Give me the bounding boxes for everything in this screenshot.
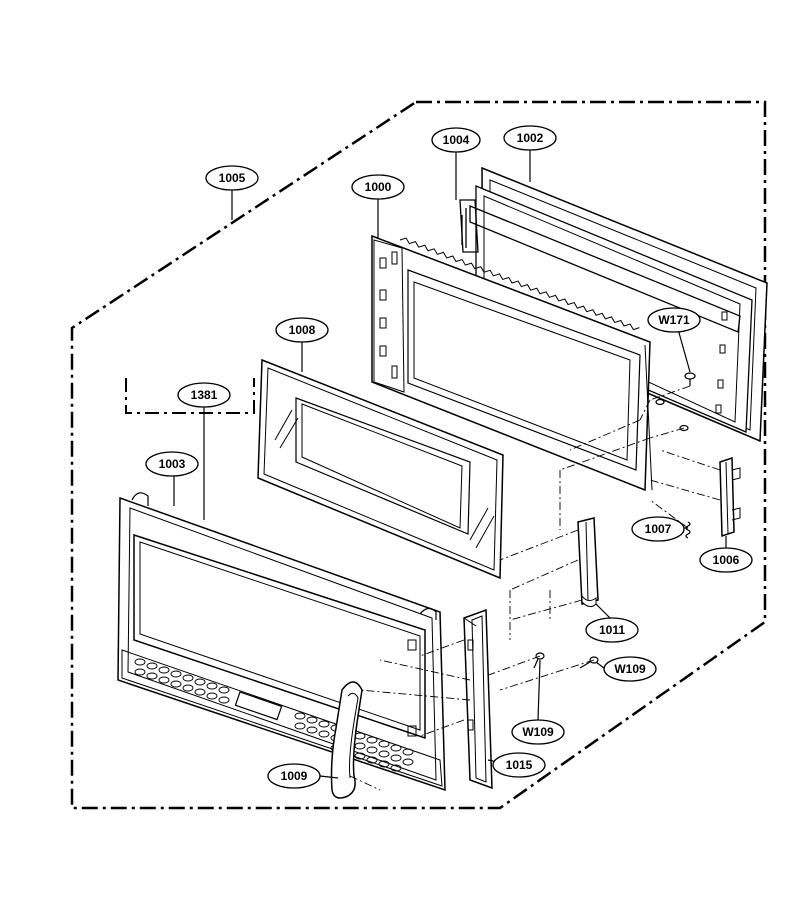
part-number: 1008 [289, 323, 316, 337]
part-label-w171: W171 [647, 307, 701, 333]
screw-w171 [684, 372, 696, 386]
spring-1007 [685, 521, 691, 539]
screw-pins [655, 398, 689, 432]
part-number: 1004 [443, 133, 470, 147]
part-number: 1003 [159, 457, 186, 471]
part-number: 1005 [219, 171, 246, 185]
screw-w109-left [533, 652, 545, 669]
assembly-boundary [70, 100, 767, 810]
part-label-1005: 1005 [205, 165, 259, 191]
part-label-1000: 1000 [351, 174, 405, 200]
part-label-1008: 1008 [275, 317, 329, 343]
part-number: W109 [614, 662, 646, 676]
part-label-1003: 1003 [145, 451, 199, 477]
part-label-w109-left: W109 [511, 719, 565, 745]
choke-frame [459, 199, 741, 333]
part-label-1004: 1004 [431, 127, 481, 153]
door-glass [257, 358, 504, 580]
side-bracket [463, 608, 493, 790]
keypad-buttons [134, 658, 414, 772]
part-number: W171 [658, 313, 690, 327]
part-number: 1000 [365, 180, 392, 194]
door-handle [330, 681, 363, 799]
part-label-1381: 1381 [177, 382, 231, 408]
part-label-1009: 1009 [267, 763, 321, 789]
part-number: 1015 [506, 758, 533, 772]
hinge-lever [719, 456, 741, 538]
part-number: 1009 [281, 769, 308, 783]
part-label-1011: 1011 [585, 617, 639, 643]
alignment-lines [349, 385, 721, 791]
part-label-w109-right: W109 [603, 656, 657, 682]
screw-w109-right [579, 656, 599, 669]
part-label-1006: 1006 [699, 547, 753, 573]
inner-door-frame [371, 234, 653, 492]
part-label-1007: 1007 [631, 516, 685, 542]
part-label-1015: 1015 [492, 752, 546, 778]
part-number: 1006 [713, 553, 740, 567]
part-number: W109 [522, 725, 554, 739]
front-door-panel [117, 492, 446, 792]
latch-bar [577, 517, 599, 608]
outer-door-panel [475, 166, 768, 443]
part-number: 1007 [645, 522, 672, 536]
part-label-1002: 1002 [503, 125, 557, 151]
part-number: 1011 [599, 623, 625, 637]
part-number: 1002 [517, 131, 544, 145]
part-number: 1381 [191, 388, 218, 402]
